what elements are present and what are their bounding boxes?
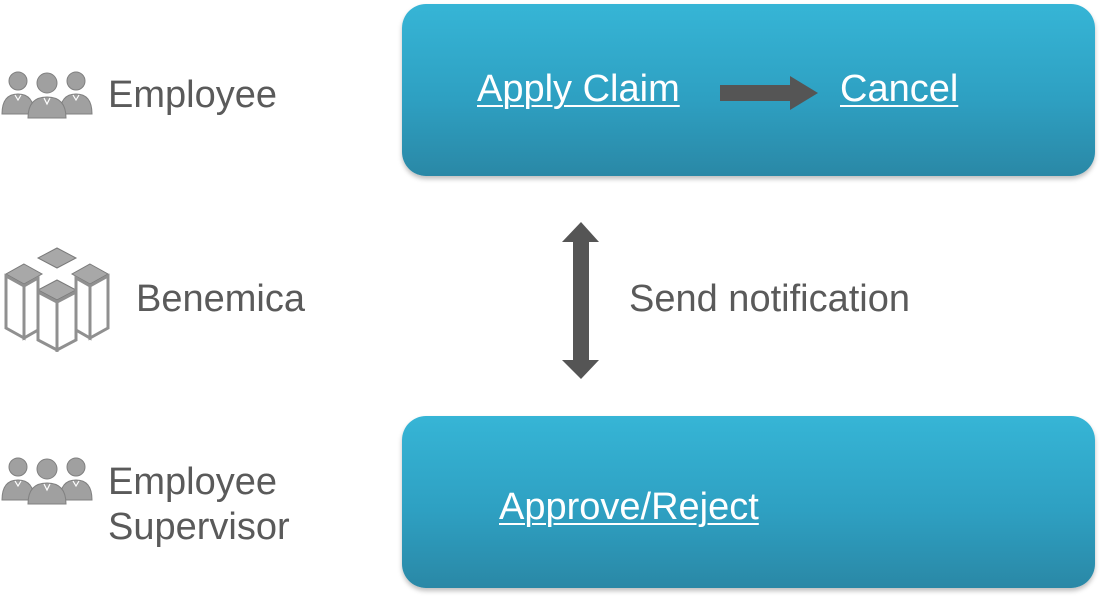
bidirectional-arrow-icon xyxy=(562,222,599,379)
people-group-icon xyxy=(1,457,93,505)
approve-reject-link[interactable]: Approve/Reject xyxy=(499,486,759,528)
supervisor-action-panel xyxy=(402,416,1095,588)
send-notification-label: Send notification xyxy=(629,278,910,320)
cubes-icon xyxy=(4,247,110,352)
employee-label: Employee xyxy=(108,74,277,116)
benemica-label: Benemica xyxy=(136,278,305,320)
right-arrow-icon xyxy=(720,76,818,110)
supervisor-label-line1: Employee xyxy=(108,461,277,503)
cancel-link[interactable]: Cancel xyxy=(840,68,959,110)
supervisor-label-line2: Supervisor xyxy=(108,506,290,548)
people-group-icon xyxy=(1,71,93,119)
apply-claim-link[interactable]: Apply Claim xyxy=(477,68,680,110)
